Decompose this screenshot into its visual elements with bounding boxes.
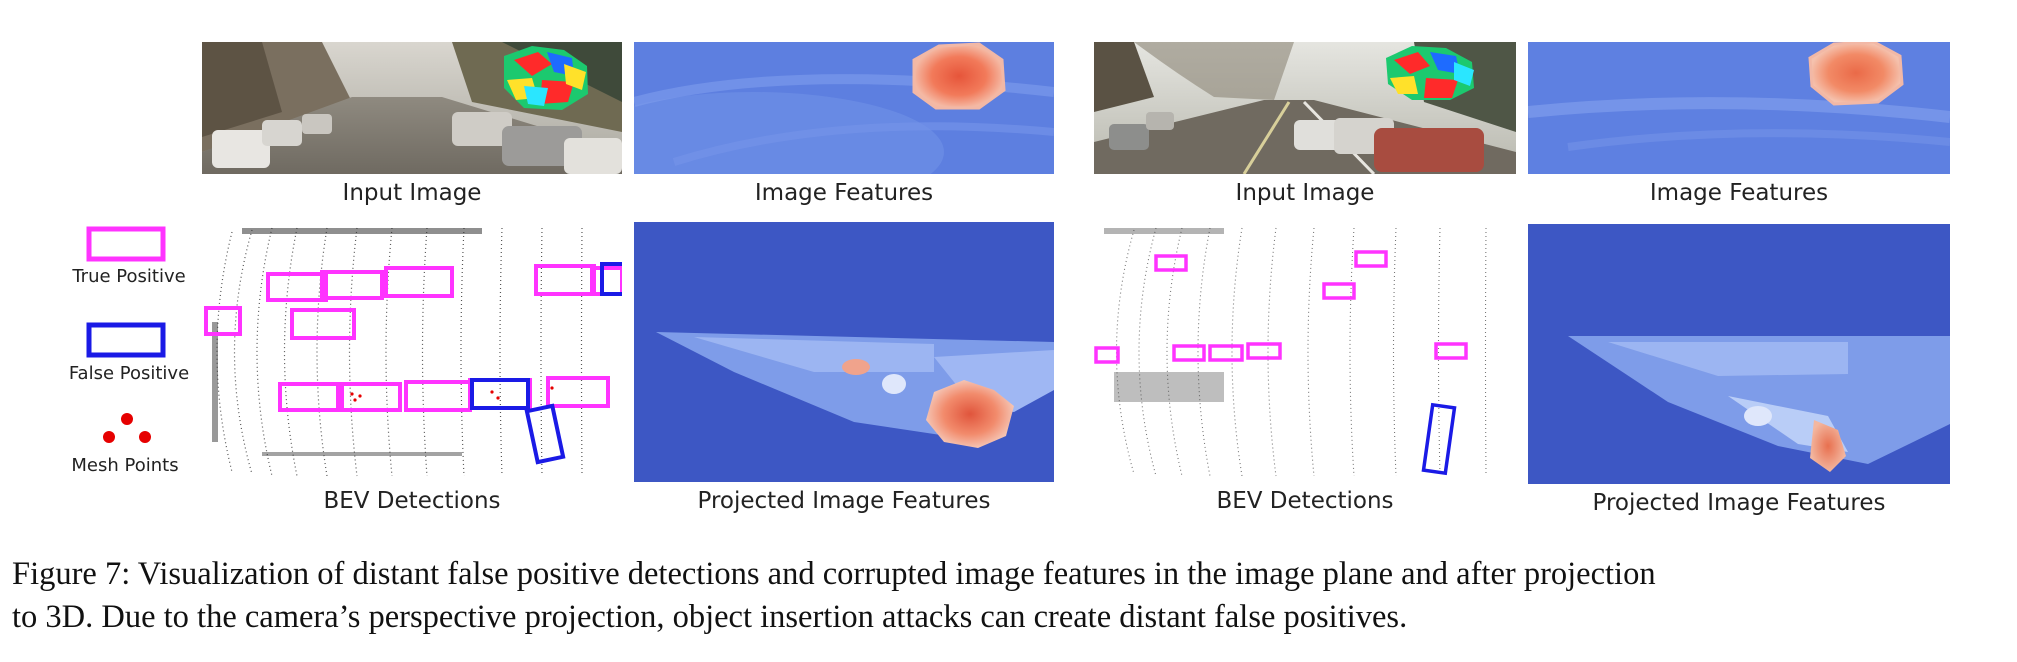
right-bev-label: BEV Detections xyxy=(1216,488,1394,514)
adversarial-mesh-object xyxy=(1386,46,1474,100)
left-bev-detections xyxy=(202,222,622,482)
mesh-points-label: Mesh Points xyxy=(71,455,179,476)
lidar-point-cloud xyxy=(216,227,583,477)
false-positive-boxes xyxy=(1421,402,1457,476)
adversarial-mesh-object xyxy=(504,46,588,110)
false-positive-label: False Positive xyxy=(68,363,190,384)
left-bev-label: BEV Detections xyxy=(323,488,501,514)
true-positive-swatch xyxy=(86,226,166,262)
false-positive-boxes xyxy=(470,262,622,465)
true-positive-label: True Positive xyxy=(72,266,186,287)
right-image-features xyxy=(1528,42,1950,174)
left-input-image xyxy=(202,42,622,174)
right-projected-label: Projected Image Features xyxy=(1592,490,1886,516)
mesh-points-swatch xyxy=(103,413,151,443)
right-input-image-label: Input Image xyxy=(1235,180,1375,206)
right-input-image xyxy=(1094,42,1516,174)
caption-line-1: Figure 7: Visualization of distant false… xyxy=(12,556,1656,592)
mesh-points xyxy=(350,386,554,402)
lidar-point-cloud xyxy=(1115,227,1487,477)
left-image-features xyxy=(634,42,1054,174)
figure-caption: Figure 7: Visualization of distant false… xyxy=(12,553,2007,639)
false-positive-swatch xyxy=(86,322,166,358)
true-positive-boxes xyxy=(1094,250,1468,364)
left-projected-features xyxy=(634,222,1054,482)
left-image-features-label: Image Features xyxy=(754,180,934,206)
caption-line-2: to 3D. Due to the camera’s perspective p… xyxy=(12,599,1408,635)
right-image-features-label: Image Features xyxy=(1649,180,1829,206)
right-projected-features xyxy=(1528,224,1950,484)
left-projected-label: Projected Image Features xyxy=(697,488,991,514)
left-input-image-label: Input Image xyxy=(342,180,482,206)
right-bev-detections xyxy=(1094,222,1516,482)
